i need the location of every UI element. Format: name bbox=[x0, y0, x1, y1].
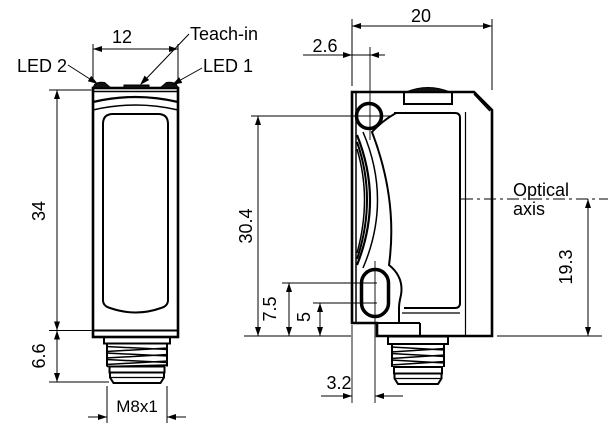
lens-arc bbox=[355, 134, 372, 266]
dim-slot-lower: 5 bbox=[294, 312, 314, 322]
dim-hole-to-bottom: 30.4 bbox=[236, 208, 256, 243]
front-connector-m8 bbox=[103, 336, 171, 384]
lens-arc bbox=[356, 148, 366, 254]
teach-button-front bbox=[123, 84, 150, 89]
optical-axis-label-line2: axis bbox=[513, 199, 545, 219]
dim-thread-size: M8x1 bbox=[116, 397, 158, 416]
dim-front-width: 12 bbox=[112, 27, 132, 47]
side-inner-panel bbox=[394, 112, 461, 309]
led2-leader bbox=[67, 64, 94, 82]
side-housing-outline bbox=[350, 87, 494, 338]
optical-axis-label-line1: Optical bbox=[513, 180, 569, 200]
led1-label: LED 1 bbox=[203, 56, 253, 76]
front-dimension-texts: 12 34 6.6 M8x1 Teach-in LED 2 LED 1 bbox=[17, 24, 258, 416]
front-housing-outline bbox=[91, 81, 180, 339]
dim-front-connector-length: 6.6 bbox=[29, 343, 49, 368]
side-connector-m8 bbox=[387, 335, 449, 385]
dim-slot-upper: 7.5 bbox=[260, 296, 280, 321]
dim-slot-offset: 3.2 bbox=[326, 373, 351, 393]
dim-axis-height: 19.3 bbox=[556, 249, 576, 284]
lens-arc bbox=[362, 131, 379, 269]
teach-in-label: Teach-in bbox=[190, 24, 258, 44]
teach-in-leader bbox=[144, 33, 190, 81]
front-connector-threads bbox=[105, 345, 169, 368]
side-dimension-texts: 20 2.6 30.4 7.5 5 3.2 19.3 Optical axis bbox=[236, 6, 576, 393]
front-dimension-lines bbox=[49, 33, 203, 423]
front-view: 12 34 6.6 M8x1 Teach-in LED 2 LED 1 bbox=[17, 24, 258, 423]
led1-leader bbox=[176, 67, 203, 83]
dim-front-height: 34 bbox=[29, 201, 49, 221]
lens-arc bbox=[356, 141, 368, 260]
side-dimension-lines bbox=[244, 19, 608, 403]
side-view: 20 2.6 30.4 7.5 5 3.2 19.3 Optical axis bbox=[236, 6, 608, 403]
dim-hole-offset: 2.6 bbox=[312, 36, 337, 56]
side-connector-threads bbox=[390, 346, 446, 366]
dim-side-depth: 20 bbox=[411, 6, 431, 26]
led2-label: LED 2 bbox=[17, 56, 67, 76]
front-lens-window bbox=[102, 113, 169, 314]
chamfer-edge bbox=[473, 93, 491, 112]
